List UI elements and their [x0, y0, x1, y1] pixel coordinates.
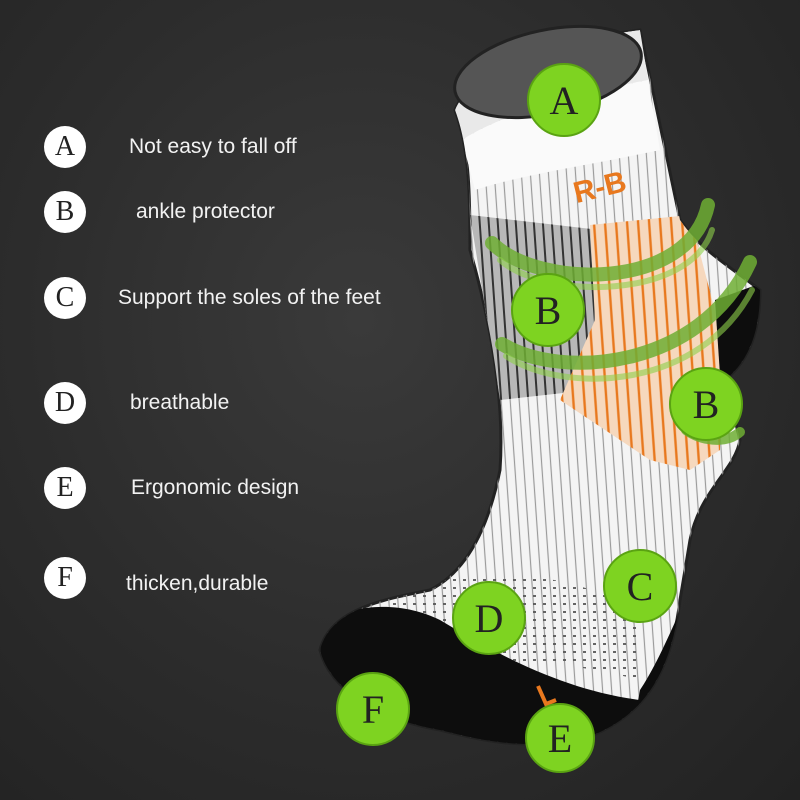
legend-badge-e: E [44, 467, 86, 509]
callout-f-label: F [362, 687, 384, 732]
callout-b-heel: B [669, 367, 743, 441]
callout-b-ankle: B [511, 273, 585, 347]
legend-text-a: Not easy to fall off [129, 135, 297, 158]
callout-a: A [527, 63, 601, 137]
callout-b-heel-label: B [693, 382, 720, 427]
callout-c-label: C [627, 564, 654, 609]
legend-item-d: D [44, 381, 86, 425]
callout-d: D [452, 581, 526, 655]
legend-item-a: A [44, 125, 86, 169]
legend-item-f: F [44, 556, 86, 600]
legend-badge-b: B [44, 191, 86, 233]
orange-mark [536, 685, 557, 707]
legend-item-b: B [44, 190, 86, 234]
legend-item-e: E [44, 466, 86, 510]
legend-badge-a: A [44, 126, 86, 168]
callout-a-label: A [550, 78, 579, 123]
legend-text-c: Support the soles of the feet [118, 286, 381, 309]
callout-f: F [336, 672, 410, 746]
legend-badge-f: F [44, 557, 86, 599]
legend-text-f: thicken,durable [126, 572, 269, 595]
legend-text-b: ankle protector [136, 200, 275, 223]
legend-text-e: Ergonomic design [131, 476, 300, 499]
legend-text-d: breathable [130, 391, 230, 414]
legend-badge-c: C [44, 277, 86, 319]
callout-e: E [525, 703, 595, 773]
callout-e-label: E [548, 716, 572, 761]
legend-item-c: C [44, 276, 86, 320]
legend-badge-d: D [44, 382, 86, 424]
callout-d-label: D [475, 596, 504, 641]
callout-c: C [603, 549, 677, 623]
callout-b-ankle-label: B [535, 288, 562, 333]
